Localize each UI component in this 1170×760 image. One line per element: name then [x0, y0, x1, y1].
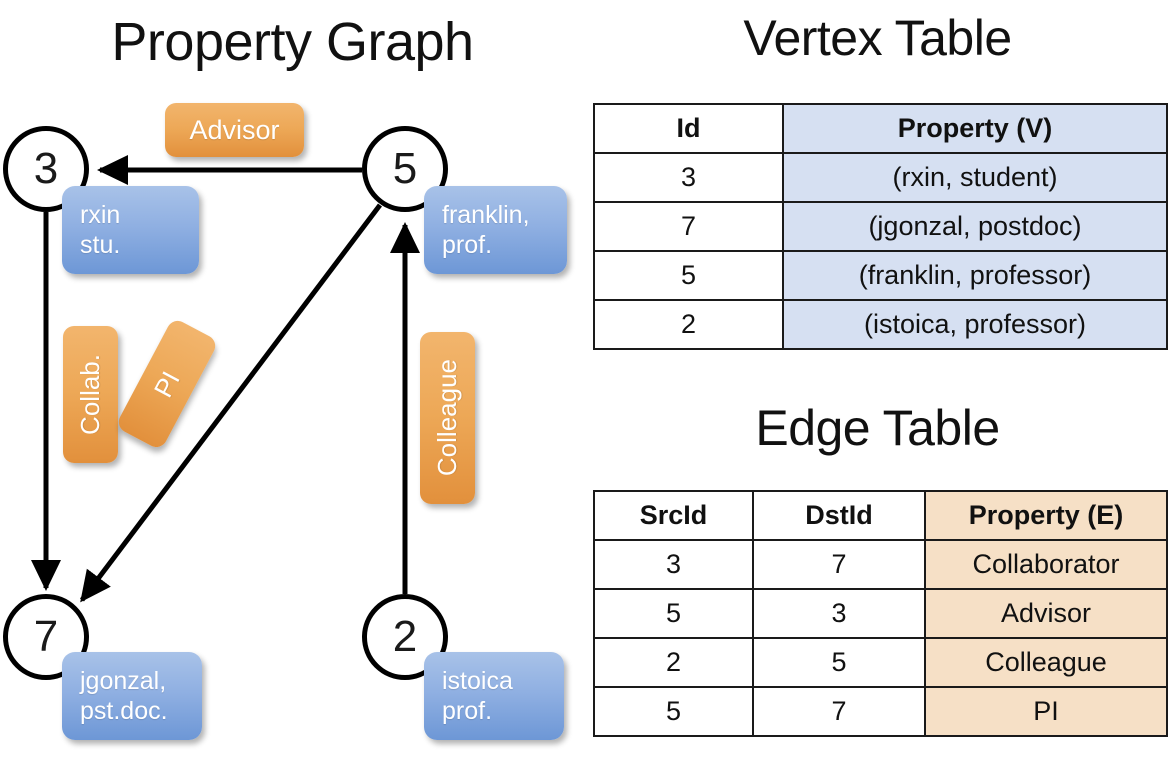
graph-edges-svg [31, 155, 420, 603]
edge-table-header-row: SrcId DstId Property (E) [593, 490, 1168, 541]
edge-label-collab: Collab. [63, 326, 118, 463]
page-title-edge-table: Edge Table [755, 400, 1000, 456]
page-title-vertex-table: Vertex Table [743, 10, 1012, 66]
vertex-cell-property: (istoica, professor) [782, 299, 1168, 350]
table-row: 3 7 Collaborator [593, 539, 1168, 590]
edge-cell-srcid: 5 [593, 588, 754, 639]
edge-label-advisor: Advisor [165, 103, 304, 157]
edge-table-header-srcid: SrcId [593, 490, 754, 541]
edge-arrow-5-to-7 [80, 203, 382, 603]
edge-cell-dstid: 7 [752, 539, 926, 590]
edge-label-pi-text: PI [147, 365, 186, 402]
table-row: 5 3 Advisor [593, 588, 1168, 639]
edge-label-colleague: Colleague [420, 332, 475, 504]
edge-table-header-property: Property (E) [924, 490, 1168, 541]
vertex-cell-property: (rxin, student) [782, 152, 1168, 203]
table-row: 2 (istoica, professor) [593, 299, 1168, 350]
table-row: 3 (rxin, student) [593, 152, 1168, 203]
edge-cell-property: Advisor [924, 588, 1168, 639]
edge-cell-dstid: 3 [752, 588, 926, 639]
edge-table-header-dstid: DstId [752, 490, 926, 541]
node-property-line-1: franklin, [442, 201, 530, 229]
vertex-table-header-id: Id [593, 103, 784, 154]
vertex-cell-property: (franklin, professor) [782, 250, 1168, 301]
property-graph-panel: Property Graph 3 5 7 2 rxin stu. frankli… [3, 12, 567, 740]
graph-node-2[interactable]: 2 [362, 594, 448, 680]
node-property-callout-2: istoica prof. [424, 652, 564, 740]
table-row: 5 7 PI [593, 686, 1168, 737]
edge-cell-srcid: 5 [593, 686, 754, 737]
edge-cell-property: PI [924, 686, 1168, 737]
vertex-cell-id: 7 [593, 201, 784, 252]
vertex-table-header-property: Property (V) [782, 103, 1168, 154]
vertex-table-header-row: Id Property (V) [593, 103, 1168, 154]
edge-cell-srcid: 3 [593, 539, 754, 590]
node-property-line-1: jgonzal, [80, 667, 167, 695]
node-property-line-1: istoica [442, 667, 513, 695]
vertex-cell-property: (jgonzal, postdoc) [782, 201, 1168, 252]
table-row: 5 (franklin, professor) [593, 250, 1168, 301]
edge-cell-property: Colleague [924, 637, 1168, 688]
node-property-line-2: stu. [80, 231, 121, 259]
vertex-cell-id: 2 [593, 299, 784, 350]
graph-node-2-label: 2 [392, 612, 418, 661]
graph-node-3-label: 3 [33, 144, 59, 193]
node-property-line-2: pst.doc. [80, 697, 168, 725]
graph-node-7-label: 7 [33, 612, 59, 661]
edge-cell-srcid: 2 [593, 637, 754, 688]
graph-node-5[interactable]: 5 [362, 126, 448, 212]
node-property-callout-5: franklin, prof. [424, 186, 567, 274]
edge-label-collab-text: Collab. [75, 354, 105, 435]
graph-node-5-label: 5 [392, 144, 418, 193]
page-title-property-graph: Property Graph [111, 12, 474, 72]
edge-label-colleague-text: Colleague [432, 359, 462, 477]
edge-cell-dstid: 5 [752, 637, 926, 688]
vertex-cell-id: 5 [593, 250, 784, 301]
node-property-callout-7: jgonzal, pst.doc. [62, 652, 202, 740]
node-property-line-2: prof. [442, 697, 493, 725]
node-property-line-2: prof. [442, 231, 493, 259]
vertex-table: Id Property (V) 3 (rxin, student) 7 (jgo… [593, 103, 1168, 350]
edge-cell-dstid: 7 [752, 686, 926, 737]
table-row: 2 5 Colleague [593, 637, 1168, 688]
edge-table: SrcId DstId Property (E) 3 7 Collaborato… [593, 490, 1168, 737]
table-row: 7 (jgonzal, postdoc) [593, 201, 1168, 252]
vertex-cell-id: 3 [593, 152, 784, 203]
node-property-callout-3: rxin stu. [62, 186, 199, 274]
edge-cell-property: Collaborator [924, 539, 1168, 590]
edge-label-advisor-text: Advisor [189, 114, 280, 145]
node-property-line-1: rxin [80, 201, 121, 229]
